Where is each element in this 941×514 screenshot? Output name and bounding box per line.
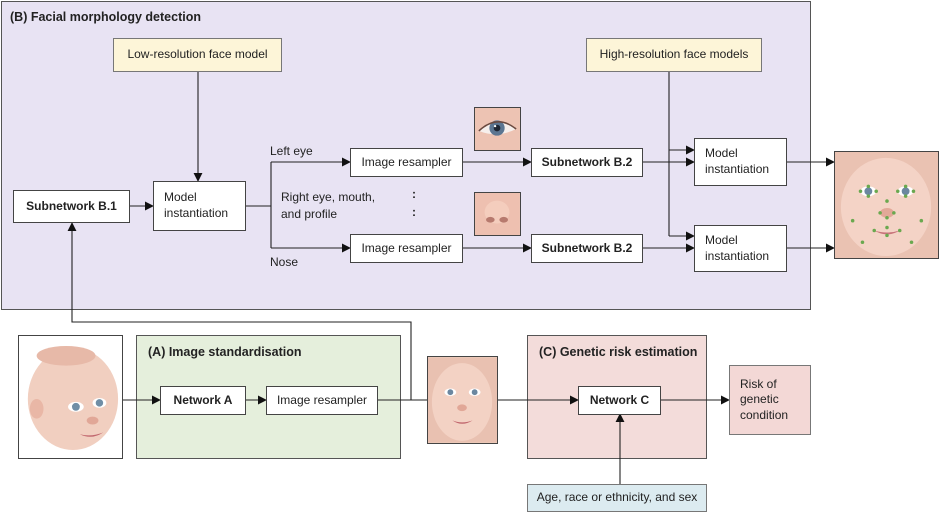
ellipsis-bottom: :: [412, 205, 416, 219]
model-instantiation-box-left: Model instantiation: [153, 181, 246, 231]
standardised-face-photo: [427, 356, 498, 444]
ellipsis-top: :: [412, 187, 416, 201]
subnetwork-b2-box-bottom: Subnetwork B.2: [531, 234, 643, 263]
low-resolution-face-model-box: Low-resolution face model: [113, 38, 282, 72]
panel-b-title: (B) Facial morphology detection: [10, 10, 201, 24]
network-a-box: Network A: [160, 386, 246, 415]
image-resampler-box-a: Image resampler: [266, 386, 378, 415]
panel-a-title: (A) Image standardisation: [148, 345, 302, 359]
risk-of-genetic-condition-box: Risk of genetic condition: [729, 365, 811, 435]
label-other-regions-line2: and profile: [281, 207, 338, 221]
image-resampler-box-top: Image resampler: [350, 148, 463, 177]
face-with-landmarks-photo: [834, 151, 939, 259]
high-resolution-face-models-box: High-resolution face models: [586, 38, 762, 72]
network-c-box: Network C: [578, 386, 661, 415]
label-left-eye: Left eye: [270, 144, 313, 158]
arrow-feedback-to-b1: [67, 222, 412, 400]
model-instantiation-box-top-right: Model instantiation: [694, 138, 787, 186]
nose-crop-photo: [474, 192, 521, 236]
subnetwork-b1-box: Subnetwork B.1: [13, 190, 130, 223]
label-nose: Nose: [270, 255, 299, 269]
label-other-regions-line1: Right eye, mouth,: [281, 190, 376, 204]
subnetwork-b2-box-top: Subnetwork B.2: [531, 148, 643, 177]
image-resampler-box-bottom: Image resampler: [350, 234, 463, 263]
age-race-sex-input-box: Age, race or ethnicity, and sex: [527, 484, 707, 512]
model-instantiation-box-bottom-right: Model instantiation: [694, 225, 787, 272]
baby-face-photo: [18, 335, 123, 459]
eye-crop-photo: [474, 107, 521, 151]
panel-c-title: (C) Genetic risk estimation: [539, 345, 698, 359]
